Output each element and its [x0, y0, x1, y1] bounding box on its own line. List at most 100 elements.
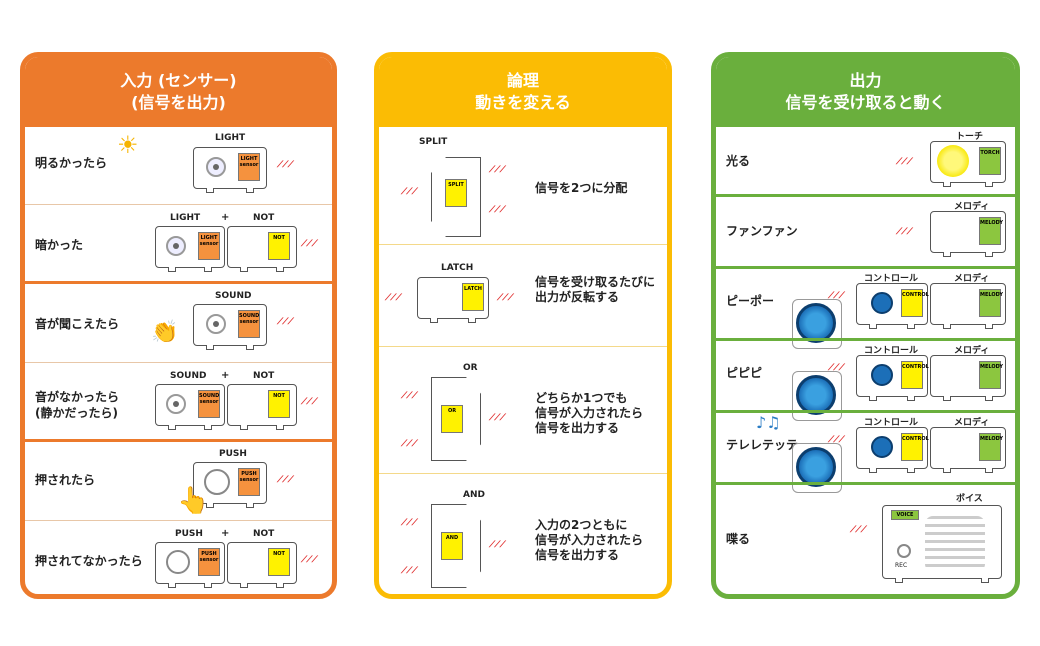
input-subtitle: (信号を出力)	[131, 93, 226, 112]
module-name-push: PUSH	[175, 529, 203, 539]
knob-zoom-box	[792, 443, 842, 493]
and-description: 入力の2つともに 信号が入力されたら 信号を出力する	[535, 518, 644, 562]
control-knob-icon	[871, 436, 893, 458]
knob-zoom-icon	[796, 447, 836, 487]
logic-subtitle: 動きを変える	[475, 93, 571, 112]
sun-icon: ☀	[117, 131, 139, 159]
output-subtitle: 信号を受け取ると動く	[785, 93, 946, 112]
module-name-not: NOT	[253, 529, 275, 539]
not-tag: NOT	[268, 548, 290, 576]
signal-icon: ⟋⟋⟋	[896, 157, 913, 167]
signal-icon: ⟋⟋⟋	[301, 239, 318, 249]
sound-sensor-tag: SOUND sensor	[238, 310, 260, 338]
sound-module: SOUND sensor	[193, 304, 267, 350]
logic-row-latch: LATCH LATCH ⟋⟋⟋ ⟋⟋⟋ 信号を受け取るたびに 出力が反転する	[379, 245, 667, 347]
sound-sensor-icon	[206, 314, 226, 334]
input-row-push: 押されたら PUSH PUSH sensor 👆 ⟋⟋⟋	[25, 442, 332, 521]
signal-icon: ⟋⟋⟋	[401, 518, 418, 528]
logic-panel: 論理 動きを変える SPLIT SPLIT ⟋⟋⟋ ⟋⟋⟋ ⟋⟋⟋ 信号を2つに…	[374, 52, 672, 599]
module-name-sound: SOUND	[170, 371, 207, 381]
light-module: LIGHT sensor	[193, 147, 267, 193]
row-label: ファンファン	[726, 224, 798, 238]
not-module: NOT	[227, 384, 297, 430]
sound-sensor-icon	[166, 394, 186, 414]
row-label: 喋る	[726, 532, 751, 546]
input-row-quiet: 音がなかったら (静かだったら) SOUND + NOT SOUND senso…	[25, 363, 332, 442]
and-name: AND	[463, 490, 485, 500]
not-tag: NOT	[268, 390, 290, 418]
output-title: 出力	[849, 71, 882, 90]
not-tag: NOT	[268, 232, 290, 260]
push-button-icon	[166, 550, 190, 574]
plus-sign: +	[221, 212, 230, 223]
melody-module: MELODY	[930, 283, 1006, 329]
module-name-push: PUSH	[219, 449, 247, 459]
light-bulb-icon	[937, 145, 969, 177]
signal-icon: ⟋⟋⟋	[401, 439, 418, 449]
rec-label: REC	[895, 562, 908, 569]
light-sensor-tag: LIGHT sensor	[238, 153, 260, 181]
or-description: どちらか1つでも 信号が入力されたら 信号を出力する	[535, 391, 644, 435]
input-title: 入力 (センサー)	[120, 71, 237, 90]
finger-icon: 👆	[177, 486, 210, 516]
light-sensor-tag: LIGHT sensor	[198, 232, 220, 260]
signal-icon: ⟋⟋⟋	[401, 187, 418, 197]
row-label: 押されてなかったら	[35, 554, 143, 568]
melody-tag: MELODY	[979, 217, 1003, 245]
not-module: NOT	[227, 542, 297, 588]
control-module: CONTROL	[856, 427, 929, 473]
signal-icon: ⟋⟋⟋	[277, 160, 294, 170]
row-label: 暗かった	[35, 238, 84, 252]
speaker-grille-icon	[925, 516, 985, 572]
signal-icon: ⟋⟋⟋	[497, 293, 514, 303]
light-sensor-icon	[166, 236, 186, 256]
melody-module: MELODY	[930, 427, 1006, 473]
melody-tag: MELODY	[979, 289, 1003, 317]
logic-panel-header: 論理 動きを変える	[379, 57, 667, 127]
push-sensor-tag: PUSH sensor	[238, 468, 260, 496]
signal-icon: ⟋⟋⟋	[301, 397, 318, 407]
module-name-not: NOT	[253, 213, 275, 223]
row-label: ピーポー	[726, 294, 775, 308]
signal-icon: ⟋⟋⟋	[385, 293, 402, 303]
control-knob-icon	[871, 292, 893, 314]
knob-zoom-icon	[796, 303, 836, 343]
plus-sign: +	[221, 370, 230, 381]
latch-tag: LATCH	[462, 283, 484, 311]
row-label: 明るかったら	[35, 156, 108, 170]
signal-icon: ⟋⟋⟋	[277, 475, 294, 485]
input-row-not-push: 押されてなかったら PUSH + NOT PUSH sensor NOT ⟋⟋⟋	[25, 521, 332, 594]
control-knob-icon	[871, 364, 893, 386]
output-row-pipipi: ピピピ コントロール メロディ CONTROL MELODY ⟋⟋⟋	[716, 341, 1015, 421]
signal-icon: ⟋⟋⟋	[828, 363, 845, 373]
output-panel-header: 出力 信号を受け取ると動く	[716, 57, 1015, 127]
output-row-terere: ♪♫ テレレテッテ コントロール メロディ CONTROL MELODY ⟋⟋⟋	[716, 413, 1015, 493]
module-name-control: コントロール	[864, 418, 919, 428]
input-panel-header: 入力 (センサー) (信号を出力)	[25, 57, 332, 127]
control-tag: CONTROL	[901, 289, 929, 317]
module-name-light: LIGHT	[215, 133, 246, 143]
latch-name: LATCH	[441, 263, 474, 273]
and-tag: AND	[441, 532, 463, 560]
light-module: LIGHT sensor	[155, 226, 225, 272]
row-label: 音が聞こえたら	[35, 317, 120, 331]
voice-tag: VOICE	[891, 510, 919, 520]
or-name: OR	[463, 363, 478, 373]
push-button-icon	[204, 469, 230, 495]
latch-module: LATCH	[417, 277, 489, 323]
split-name: SPLIT	[419, 137, 448, 147]
signal-icon: ⟋⟋⟋	[489, 413, 506, 423]
signal-icon: ⟋⟋⟋	[896, 227, 913, 237]
knob-zoom-icon	[796, 375, 836, 415]
module-name-sound: SOUND	[215, 291, 252, 301]
row-label: 押されたら	[35, 473, 96, 487]
push-sensor-tag: PUSH sensor	[198, 548, 220, 576]
signal-icon: ⟋⟋⟋	[489, 205, 506, 215]
sound-sensor-tag: SOUND sensor	[198, 390, 220, 418]
split-description: 信号を2つに分配	[535, 181, 628, 195]
output-panel: 出力 信号を受け取ると動く 光る トーチ TORCH ⟋⟋⟋ ファンファン メロ…	[711, 52, 1020, 599]
signal-icon: ⟋⟋⟋	[401, 566, 418, 576]
module-name-melody: メロディ	[954, 274, 990, 284]
output-row-fanfan: ファンファン メロディ MELODY ⟋⟋⟋	[716, 197, 1015, 269]
melody-tag: MELODY	[979, 361, 1003, 389]
